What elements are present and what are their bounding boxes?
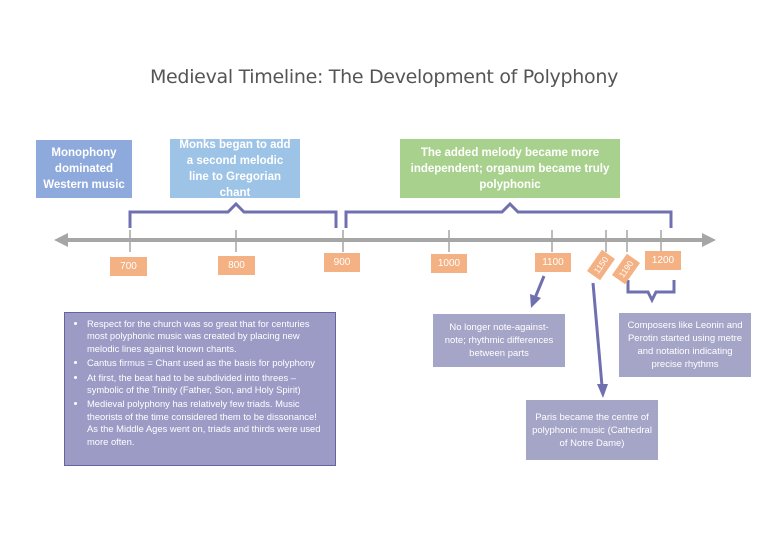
year-label-900: 900 (324, 253, 360, 272)
info-bullet: Cantus firmus = Chant used as the basis … (87, 357, 327, 369)
note-composers-leonin-perotin: Composers like Leonin and Perotin starte… (619, 313, 751, 377)
note-rhythmic-differences: No longer note-against-note; rhythmic di… (433, 314, 565, 367)
timeline-arrow-right (702, 233, 716, 247)
year-label-800: 800 (218, 256, 255, 275)
bracket-900-1200 (344, 201, 673, 228)
year-label-1000: 1000 (431, 254, 467, 273)
era-box-monks: Monks began to add a second melodic line… (170, 139, 300, 199)
note-paris-centre: Paris became the centre of polyphonic mu… (526, 400, 658, 460)
era-box-independent: The added melody became more independent… (400, 139, 620, 198)
bracket-1190-1200 (626, 280, 676, 304)
page-title: Medieval Timeline: The Development of Po… (149, 66, 619, 88)
year-label-1100: 1100 (535, 253, 571, 272)
year-label-700: 700 (110, 257, 147, 276)
info-bullet-list: Respect for the church was so great that… (71, 318, 327, 448)
arrow-1100 (533, 275, 546, 299)
info-bullet: At first, the beat had to be subdivided … (87, 372, 327, 397)
timeline-arrow-left (54, 233, 68, 247)
era-box-monophony: Monophony dominated Western music (36, 140, 132, 198)
info-box-polyphony-facts: Respect for the church was so great that… (64, 312, 336, 466)
info-bullet: Medieval polyphony has relatively few tr… (87, 398, 327, 448)
timeline-ticks (129, 230, 662, 252)
info-bullet: Respect for the church was so great that… (87, 318, 327, 355)
bracket-700-900 (128, 201, 338, 228)
arrow-1150 (591, 282, 604, 387)
year-label-1200: 1200 (645, 251, 681, 270)
